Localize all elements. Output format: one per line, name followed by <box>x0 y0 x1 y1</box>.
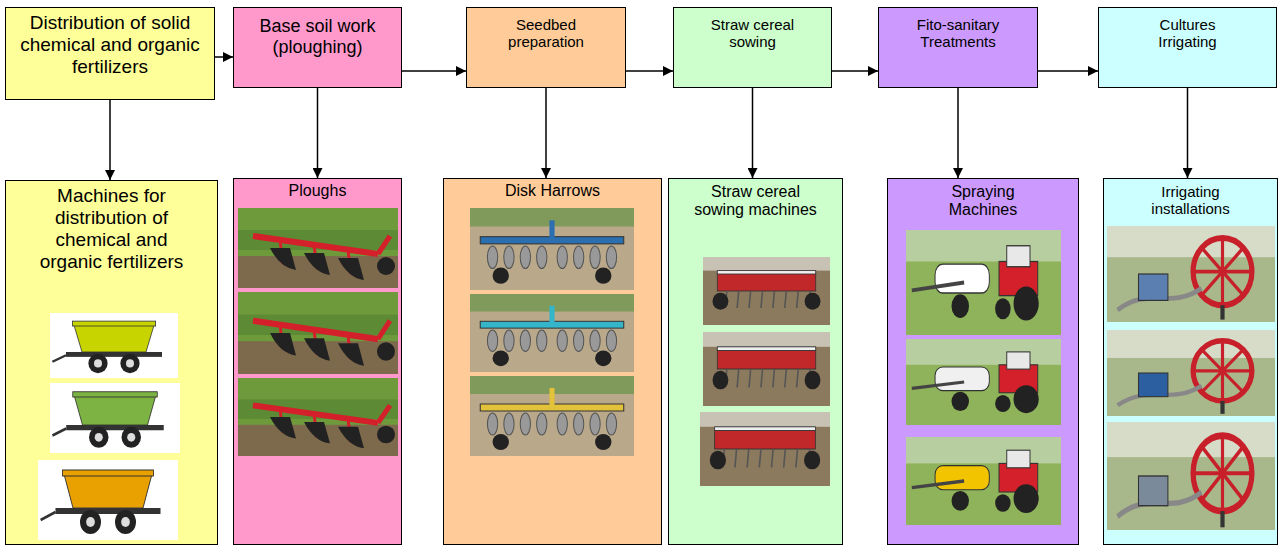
flow-arrow <box>215 56 233 58</box>
process-box: Fito-sanitary Treatments <box>878 7 1038 88</box>
harrow-picture <box>470 294 634 372</box>
machine-box: Straw cereal sowing machines <box>668 178 843 545</box>
harrow-picture <box>470 208 634 290</box>
sprayer-picture <box>906 230 1061 335</box>
flow-arrow <box>752 88 754 178</box>
box-label: Ploughs <box>243 182 393 200</box>
flow-arrow <box>317 88 319 178</box>
machine-box: Spraying Machines <box>887 178 1079 545</box>
irrigation-picture <box>1107 422 1275 530</box>
box-label: Straw cereal sowing machines <box>691 183 821 220</box>
box-label: Cultures Irrigating <box>1133 16 1243 51</box>
process-box: Base soil work (ploughing) <box>233 7 402 88</box>
flow-arrow <box>1038 70 1098 72</box>
sprayer-picture <box>906 437 1061 525</box>
machine-box: Disk Harrows <box>443 178 662 545</box>
harrow-picture <box>470 376 634 456</box>
flow-arrow <box>626 70 673 72</box>
process-box: Distribution of solid chemical and organ… <box>5 7 215 100</box>
seeder-picture <box>703 332 830 406</box>
flow-arrow <box>109 100 111 180</box>
seeder-picture <box>703 257 830 325</box>
spreader-picture <box>50 383 180 453</box>
machine-box: Ploughs <box>233 178 402 545</box>
flow-arrow <box>957 88 959 178</box>
plough-picture <box>238 292 398 374</box>
sprayer-picture <box>906 339 1061 425</box>
process-box: Straw cereal sowing <box>673 7 832 88</box>
box-label: Base soil work (ploughing) <box>243 16 393 57</box>
machine-box: Machines for distribution of chemical an… <box>5 180 218 545</box>
spreader-picture <box>50 313 178 378</box>
box-label: Straw cereal sowing <box>698 16 808 51</box>
box-label: Machines for distribution of chemical an… <box>27 185 197 272</box>
spreader-picture <box>38 460 178 540</box>
box-label: Irrigating installations <box>1126 183 1256 218</box>
flow-arrow <box>1187 88 1189 178</box>
plough-picture <box>238 208 398 288</box>
process-box: Cultures Irrigating <box>1098 7 1277 88</box>
flow-arrow <box>545 88 547 178</box>
flow-arrow <box>402 70 466 72</box>
plough-picture <box>238 378 398 456</box>
box-label: Spraying Machines <box>918 183 1048 220</box>
irrigation-picture <box>1107 330 1275 416</box>
seeder-picture <box>700 412 830 486</box>
process-box: Seedbed preparation <box>466 7 626 88</box>
box-label: Fito-sanitary Treatments <box>903 16 1013 51</box>
box-label: Disk Harrows <box>453 182 653 200</box>
flow-arrow <box>832 70 878 72</box>
box-label: Seedbed preparation <box>491 16 601 51</box>
irrigation-picture <box>1107 226 1275 322</box>
machine-box: Irrigating installations <box>1103 178 1278 545</box>
box-label: Distribution of solid chemical and organ… <box>20 12 200 78</box>
